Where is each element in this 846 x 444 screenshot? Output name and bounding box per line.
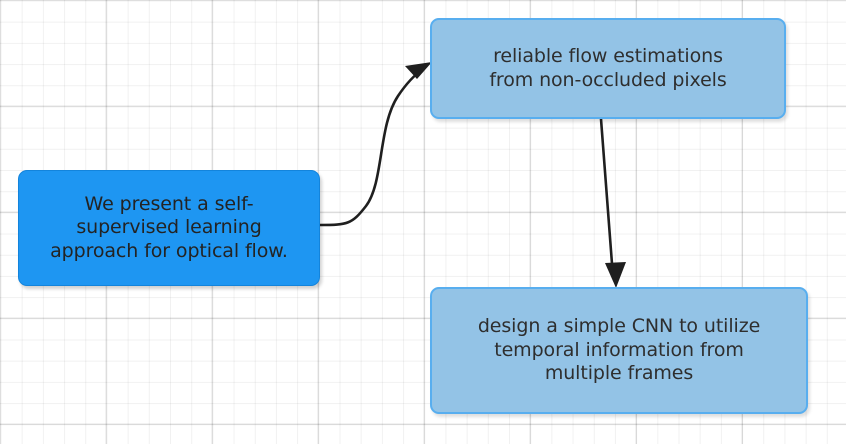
edge-reliable-flow-to-cnn-design — [599, 117, 626, 288]
edge-intro-to-reliable-flow — [318, 62, 432, 227]
arrowhead-icon — [605, 262, 626, 288]
edge-curve-path — [318, 66, 426, 227]
node-reliable-flow-label: reliable flow estimations from non-occlu… — [489, 44, 727, 91]
node-cnn-design-label: design a simple CNN to utilize temporal … — [477, 315, 761, 385]
node-reliable-flow[interactable]: reliable flow estimations from non-occlu… — [430, 18, 786, 119]
edge-straight-path — [599, 117, 615, 279]
arrowhead-icon — [405, 62, 432, 79]
node-intro[interactable]: We present a self- supervised learning a… — [18, 170, 320, 286]
node-intro-label: We present a self- supervised learning a… — [50, 192, 288, 262]
node-cnn-design[interactable]: design a simple CNN to utilize temporal … — [430, 287, 808, 414]
